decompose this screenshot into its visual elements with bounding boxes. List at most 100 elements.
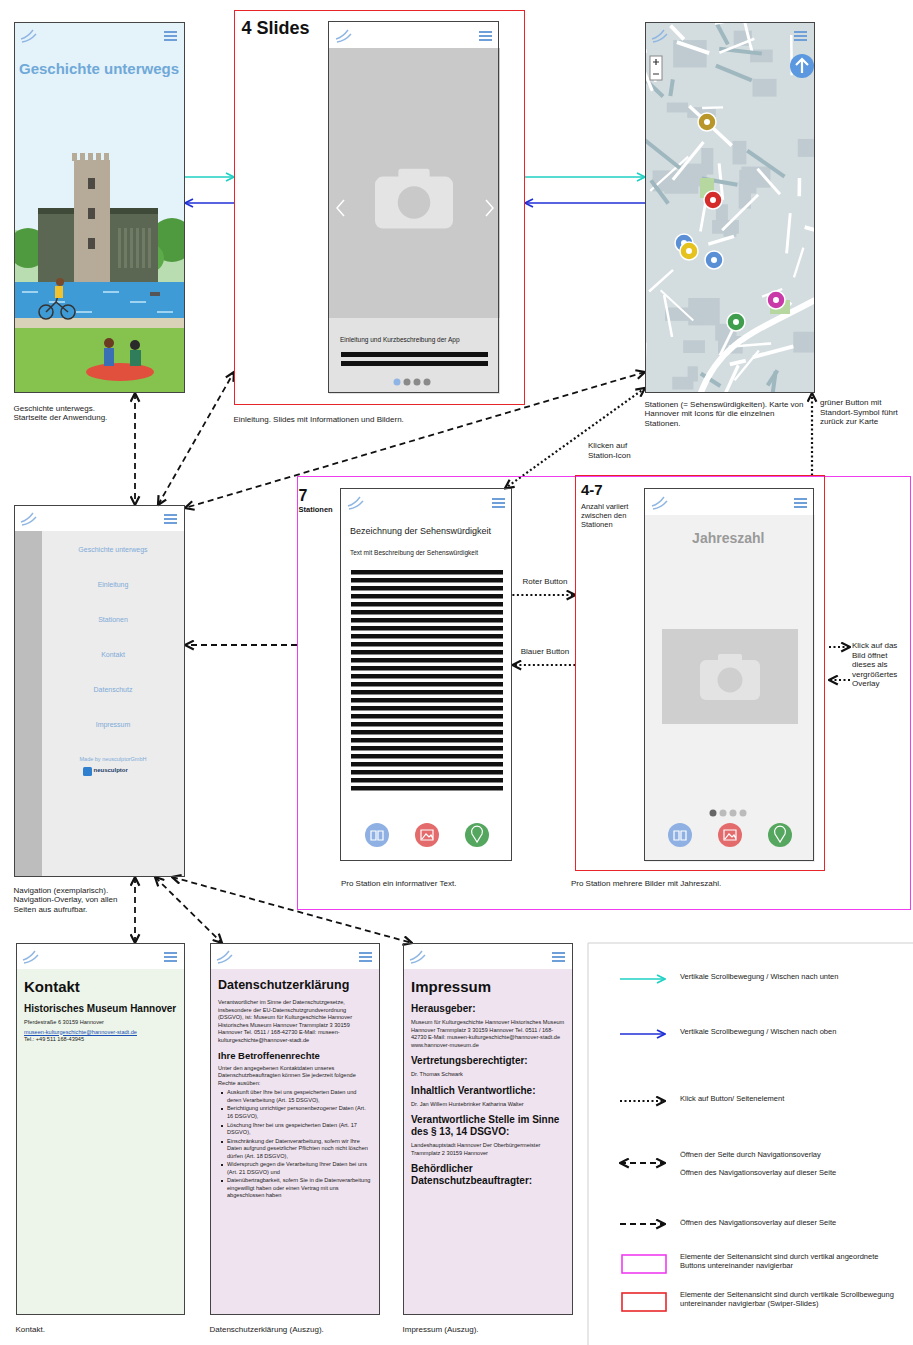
body-text: museen-kulturgeschichte@hannover-stadt.d… <box>24 1029 177 1037</box>
city-map <box>645 22 815 393</box>
page-heading: Historisches Museum Hannover <box>24 1003 177 1015</box>
camera-body <box>375 177 453 229</box>
button-circle <box>415 823 439 847</box>
text-bar <box>351 778 503 783</box>
header-bar <box>14 505 185 531</box>
legend-swatch <box>620 1033 665 1035</box>
battlement <box>80 153 85 161</box>
pin-dot <box>686 248 692 254</box>
street <box>664 295 672 337</box>
node-text: 4-7 <box>581 481 641 499</box>
person-head <box>104 338 114 348</box>
main-road <box>700 300 815 393</box>
street <box>771 371 776 393</box>
tower <box>74 160 110 285</box>
text-bar <box>351 650 503 655</box>
text-bars <box>351 570 503 791</box>
text-bar <box>351 634 503 639</box>
legend-text: Elemente der Seitenansicht sind durch ve… <box>680 1252 905 1271</box>
station-pin <box>767 291 785 309</box>
chevron <box>337 200 344 216</box>
screen-background <box>329 22 500 394</box>
street <box>724 365 738 393</box>
camera-lens <box>716 666 744 694</box>
node-text: Made by neusculptorGmbH <box>42 756 185 763</box>
street <box>702 106 723 109</box>
nav-button <box>415 823 439 847</box>
text-bar <box>351 738 503 743</box>
pin <box>705 251 723 269</box>
edge-label: Roter Button <box>514 577 576 587</box>
text-bar <box>351 714 503 719</box>
phone-screen: Stationen (= Sehenswürdigkeiten). Karte … <box>645 22 815 393</box>
page-heading: Herausgeber: <box>411 1003 565 1015</box>
facade-line <box>130 228 133 268</box>
click-arrow <box>829 646 850 648</box>
annotation: Klick auf das Bild öffnet dieses als ver… <box>852 641 909 689</box>
person-head <box>130 340 140 350</box>
text-bar <box>351 754 503 759</box>
person <box>104 348 114 366</box>
body-text: Verantwortlicher im Sinne der Datenschut… <box>218 999 372 1044</box>
header-bar <box>341 489 513 515</box>
street <box>805 227 815 239</box>
blanket <box>86 363 154 381</box>
image-icon <box>421 830 433 840</box>
menu-icon <box>359 956 372 958</box>
pin-dot <box>711 257 717 263</box>
text-bar <box>351 674 503 679</box>
legend-frame <box>588 943 913 1345</box>
node-text: Stationen <box>42 616 185 624</box>
page-heading: Verantwortliche Stelle im Sinne des § 13… <box>411 1114 565 1138</box>
list-item: Widerspruch gegen die Verarbeitung Ihrer… <box>218 1161 372 1176</box>
menu-icon <box>164 522 177 524</box>
menu-icon <box>479 35 492 37</box>
screen-background <box>210 943 380 1315</box>
picture <box>662 629 798 724</box>
page-dot <box>720 810 727 817</box>
block <box>667 103 688 113</box>
tower-window <box>88 178 95 189</box>
connector <box>512 594 575 596</box>
facade-line <box>148 228 151 268</box>
text-bar <box>351 586 503 591</box>
swiper-frame: 4-7Anzahl variiert zwischen den Statione… <box>575 475 825 871</box>
text-bar <box>351 722 503 727</box>
menu-icon <box>479 39 492 41</box>
app-logo <box>23 951 38 963</box>
block <box>793 332 815 353</box>
street <box>651 180 668 203</box>
body-text: Dr. Jan Willem Huntebrinker Katharina Wa… <box>411 1101 565 1109</box>
menu-icon <box>164 956 177 958</box>
legend-swatch <box>620 978 665 980</box>
battlement <box>88 153 93 161</box>
header-bar <box>329 22 500 48</box>
node-text: Kontakt <box>42 651 185 659</box>
node-text: 4 Slides <box>242 18 312 40</box>
node-text: Geschichte unterwegs <box>42 546 185 554</box>
text-bar <box>351 698 503 703</box>
street <box>730 361 746 365</box>
page-dot <box>394 379 401 386</box>
node-text: Impressum <box>42 721 185 729</box>
menu-icon <box>794 31 807 33</box>
locate-arrow <box>796 59 808 73</box>
body-text: Tel.: +49 511 168-43945 <box>24 1036 177 1044</box>
button-nav-frame: 7 StationenBezeichnung der Sehenswürdigk… <box>297 476 911 910</box>
menu-icon <box>794 502 807 504</box>
station-pin <box>698 113 716 131</box>
street <box>747 151 784 177</box>
rider-head <box>56 278 64 286</box>
street <box>797 178 801 196</box>
button-circle <box>768 823 792 847</box>
caption: Datenschutzerklärung (Auszug). <box>210 1325 380 1335</box>
page-dot <box>424 379 431 386</box>
text-bar <box>351 770 503 775</box>
station-pin <box>705 251 723 269</box>
menu-icon <box>164 952 177 954</box>
nav-button <box>668 823 692 847</box>
app-header <box>14 505 185 531</box>
wave <box>130 301 146 303</box>
list-item: Einschränkung der Datenverarbeitung, sof… <box>218 1138 372 1161</box>
